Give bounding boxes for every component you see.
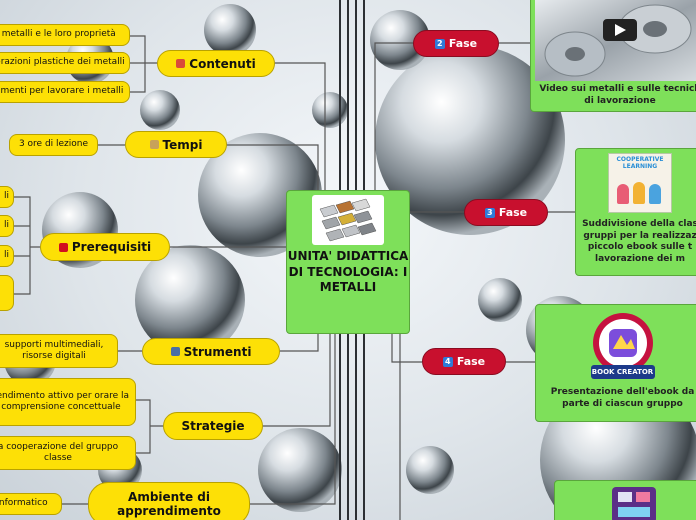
cooperative-learning-image: COOPERATIVE LEARNING (608, 153, 672, 213)
branch-contenuti-label: Contenuti (189, 56, 256, 71)
number-3-icon: 3 (484, 207, 495, 218)
branch-strategie-label: Strategie (181, 419, 245, 433)
leaf-strategie-2[interactable]: a cooperazione del gruppo classe (0, 436, 136, 470)
book-creator-logo-text: BOOK CREATOR (591, 368, 654, 376)
fase-3-node[interactable]: 3 Fase (464, 199, 548, 226)
number-4-icon: 4 (442, 356, 453, 367)
branch-contenuti[interactable]: Contenuti (157, 50, 275, 77)
branch-strumenti[interactable]: Strumenti (142, 338, 280, 365)
leaf-label: 3 ore di lezione (18, 139, 89, 150)
fase-5-card-partial[interactable] (554, 480, 696, 520)
book-creator-logo (590, 313, 655, 379)
leaf-label: supporti multimediali, risorse digitali (4, 339, 104, 361)
red-square-icon (58, 242, 68, 252)
branch-tempi-label: Tempi (162, 137, 203, 152)
fase-3-card[interactable]: COOPERATIVE LEARNING Suddivisione della … (575, 148, 696, 276)
branch-ambiente-label: Ambiente di apprendimento (117, 490, 221, 518)
leaf-label: informatico (0, 498, 48, 509)
leaf-prerequisiti-1[interactable]: li (0, 186, 14, 208)
fase-4-label: Fase (456, 355, 486, 368)
leaf-label: Trattamenti per lavorare i metalli (0, 86, 124, 97)
leaf-strategie-1[interactable]: rendimento attivo per orare la comprensi… (0, 378, 136, 426)
leaf-label: rendimento attivo per orare la comprensi… (0, 390, 130, 412)
connector-lines (14, 35, 575, 520)
leaf-contenuti-2[interactable]: Lavorazioni plastiche dei metalli (0, 52, 130, 74)
leaf-ambiente-1[interactable]: informatico (0, 493, 62, 515)
leaf-strumenti-1[interactable]: supporti multimediali, risorse digitali (0, 334, 118, 368)
leaf-label: li (3, 191, 9, 202)
video-thumbnail (535, 0, 696, 81)
computer-books-icon (170, 347, 180, 356)
leaf-prerequisiti-2[interactable]: li (0, 215, 14, 237)
fase-4-caption: Presentazione dell'ebook da parte di cia… (550, 387, 695, 409)
branch-prerequisiti-label: Prerequisiti (71, 240, 152, 254)
tablet-image (612, 487, 656, 520)
metal-bars-icon (312, 195, 384, 245)
branch-strumenti-label: Strumenti (183, 344, 252, 359)
fase-3-caption: Suddivisione della clas gruppi per la re… (582, 219, 696, 265)
leaf-prerequisiti-4[interactable] (0, 275, 14, 311)
fase-2-caption: Video sui metalli e sulle tecnich di lav… (539, 84, 696, 106)
leaf-contenuti-3[interactable]: Trattamenti per lavorare i metalli (0, 81, 130, 103)
branch-strategie[interactable]: Strategie (163, 412, 263, 440)
fase-3-label: Fase (498, 206, 528, 219)
number-2-icon: 2 (434, 38, 445, 49)
central-topic-title: UNITA' DIDATTICA DI TECNOLOGIA: I METALL… (287, 249, 409, 295)
cooperative-learning-logo-text: COOPERATIVE LEARNING (616, 156, 664, 170)
leaf-label: a cooperazione del gruppo classe (0, 441, 119, 463)
books-icon (176, 59, 186, 68)
fase-2-card[interactable]: Video sui metalli e sulle tecnich di lav… (530, 0, 696, 112)
leaf-tempi-1[interactable]: 3 ore di lezione (9, 134, 98, 156)
fase-4-node[interactable]: 4 Fase (422, 348, 506, 375)
branch-prerequisiti[interactable]: Prerequisiti (40, 233, 170, 261)
leaf-label: Lavorazioni plastiche dei metalli (0, 57, 125, 68)
leaf-label: li (3, 250, 9, 261)
fase-2-node[interactable]: 2 Fase (413, 30, 499, 57)
hourglass-icon (149, 140, 159, 149)
fase-4-card[interactable]: BOOK CREATOR Presentazione dell'ebook da… (535, 304, 696, 422)
play-icon (603, 19, 637, 41)
fase-2-label: Fase (448, 37, 478, 50)
leaf-contenuti-1[interactable]: I metalli e le loro proprietà (0, 24, 130, 46)
branch-ambiente[interactable]: Ambiente di apprendimento (88, 482, 250, 520)
branch-tempi[interactable]: Tempi (125, 131, 227, 158)
leaf-label: li (3, 220, 9, 231)
leaf-label: I metalli e le loro proprietà (0, 29, 116, 40)
central-topic[interactable]: UNITA' DIDATTICA DI TECNOLOGIA: I METALL… (286, 190, 410, 334)
leaf-prerequisiti-3[interactable]: li (0, 245, 14, 267)
